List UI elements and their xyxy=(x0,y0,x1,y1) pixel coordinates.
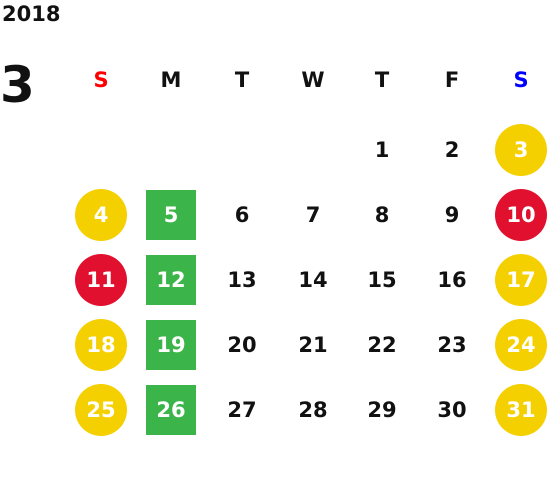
day-cell[interactable]: 21 xyxy=(298,333,328,357)
day-cell[interactable]: 31 xyxy=(495,384,547,436)
weekday-header: T xyxy=(374,68,390,92)
day-cell[interactable]: 6 xyxy=(234,203,250,227)
day-cell[interactable]: 26 xyxy=(146,385,196,435)
weekday-header: S xyxy=(93,68,109,92)
day-cell[interactable]: 9 xyxy=(444,203,460,227)
weekday-header: M xyxy=(160,68,182,92)
day-cell[interactable]: 29 xyxy=(367,398,397,422)
day-cell[interactable]: 30 xyxy=(437,398,467,422)
day-cell[interactable]: 14 xyxy=(298,268,328,292)
weekday-header: S xyxy=(513,68,529,92)
day-cell[interactable]: 3 xyxy=(495,124,547,176)
day-cell[interactable]: 11 xyxy=(75,254,127,306)
day-cell[interactable]: 4 xyxy=(75,189,127,241)
day-cell[interactable]: 23 xyxy=(437,333,467,357)
day-cell[interactable]: 7 xyxy=(305,203,321,227)
day-cell[interactable]: 19 xyxy=(146,320,196,370)
day-cell[interactable]: 24 xyxy=(495,319,547,371)
day-cell[interactable]: 12 xyxy=(146,255,196,305)
day-cell[interactable]: 10 xyxy=(495,189,547,241)
weekday-header: T xyxy=(234,68,250,92)
day-cell[interactable]: 16 xyxy=(437,268,467,292)
day-cell[interactable]: 28 xyxy=(298,398,328,422)
weekday-header: W xyxy=(301,68,325,92)
month-number: 3 xyxy=(0,56,35,114)
day-cell[interactable]: 20 xyxy=(227,333,257,357)
day-cell[interactable]: 2 xyxy=(444,138,460,162)
day-cell[interactable]: 13 xyxy=(227,268,257,292)
day-cell[interactable]: 15 xyxy=(367,268,397,292)
weekday-header: F xyxy=(444,68,460,92)
day-cell[interactable]: 25 xyxy=(75,384,127,436)
day-cell[interactable]: 17 xyxy=(495,254,547,306)
day-cell[interactable]: 22 xyxy=(367,333,397,357)
day-cell[interactable]: 18 xyxy=(75,319,127,371)
day-cell[interactable]: 27 xyxy=(227,398,257,422)
day-cell[interactable]: 5 xyxy=(146,190,196,240)
year-label: 2018 xyxy=(2,2,61,26)
day-cell[interactable]: 8 xyxy=(374,203,390,227)
day-cell[interactable]: 1 xyxy=(374,138,390,162)
